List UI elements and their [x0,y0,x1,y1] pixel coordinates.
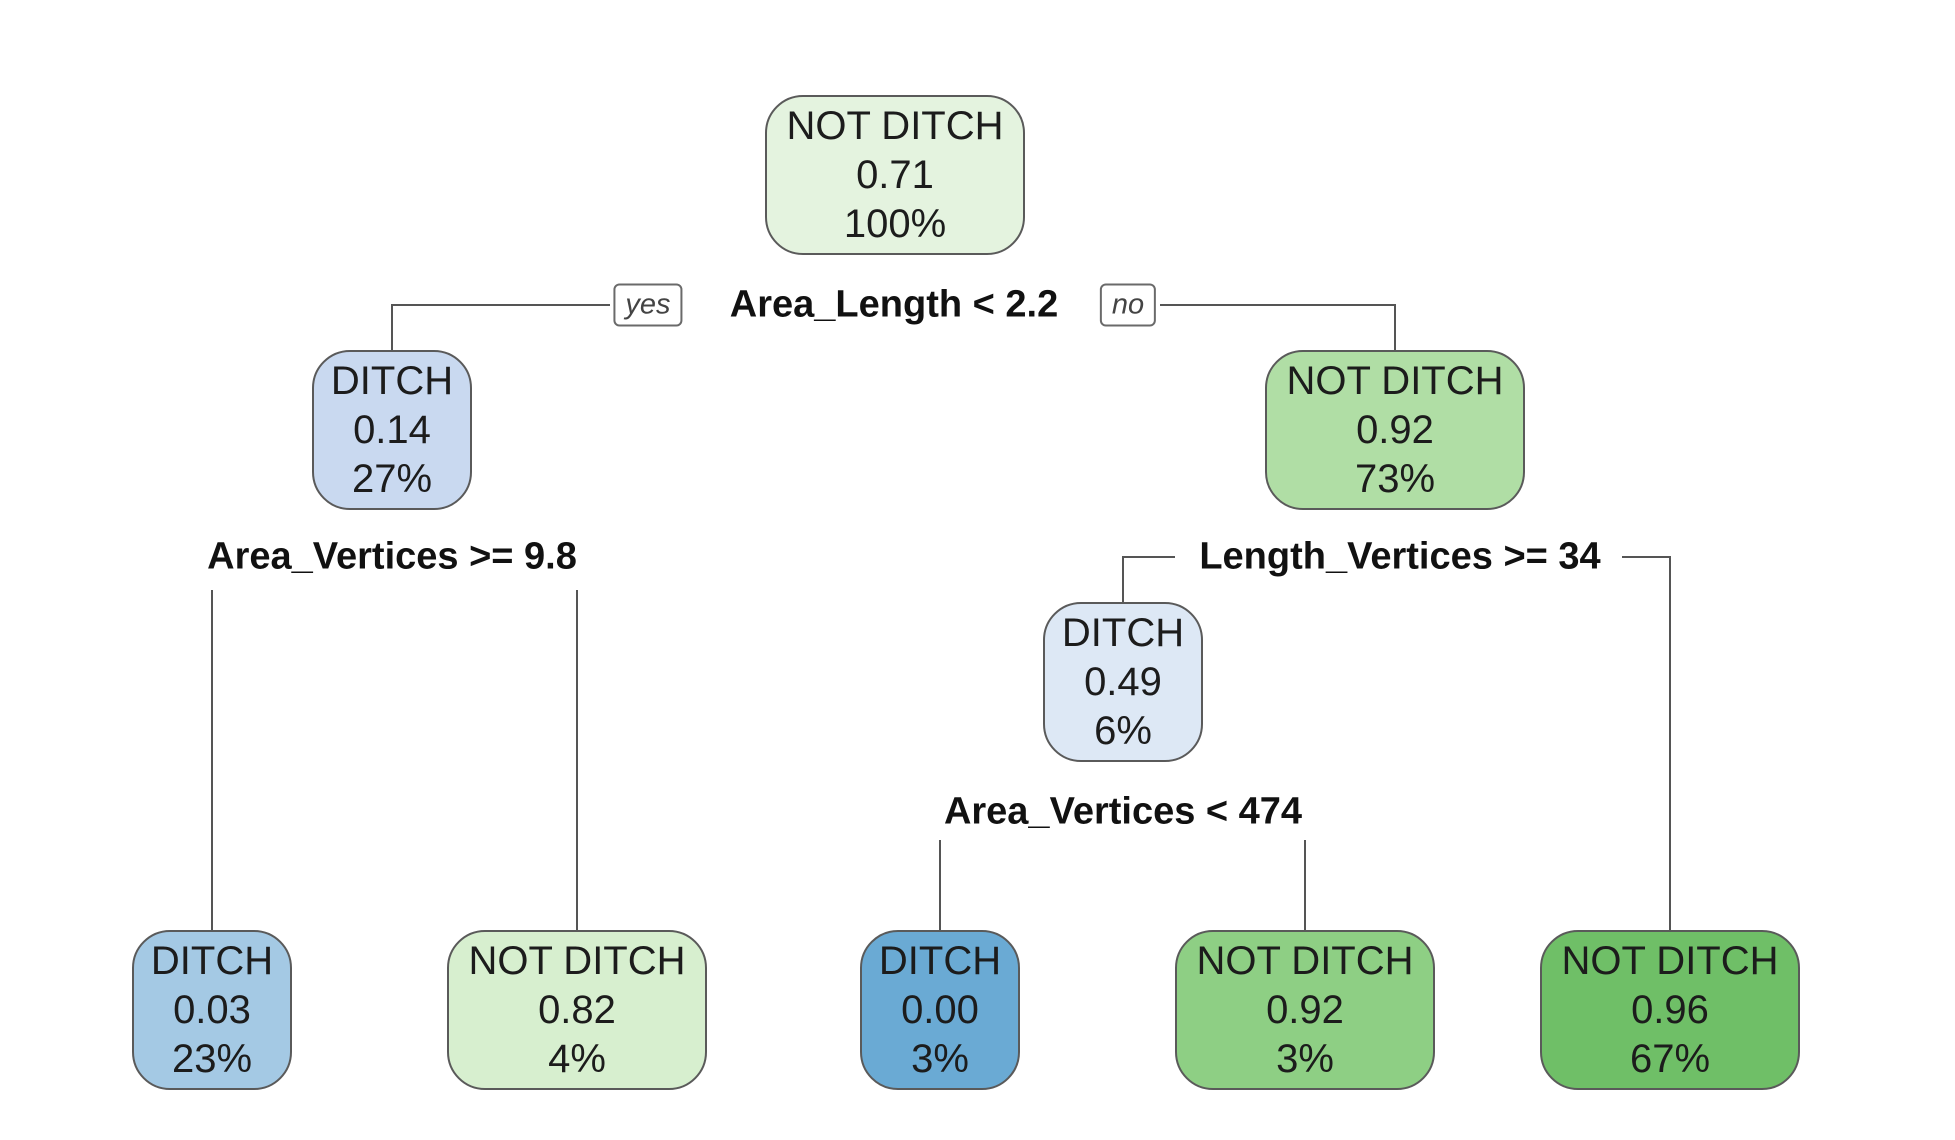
yes-branch-tag: yes [613,283,683,327]
node-leaf-3: DITCH 0.00 3% [860,930,1020,1090]
node-pct: 4% [548,1036,606,1081]
no-branch-tag: no [1099,283,1157,327]
node-prob: 0.96 [1631,987,1709,1032]
node-pct: 3% [1276,1036,1334,1081]
node-prob: 0.03 [173,987,251,1032]
node-prob: 0.49 [1084,659,1162,704]
node-leaf-5: NOT DITCH 0.96 67% [1540,930,1800,1090]
node-class: NOT DITCH [1286,358,1504,403]
node-class: NOT DITCH [786,103,1004,148]
split-left: Area_Vertices >= 9.8 [201,535,583,579]
node-pct: 27% [351,456,433,501]
edge-right-leaf5 [1622,556,1671,930]
split-mid: Area_Vertices < 474 [937,790,1309,834]
node-pct: 6% [1094,708,1152,753]
node-leaf-4: NOT DITCH 0.92 3% [1175,930,1435,1090]
node-prob: 0.71 [856,152,934,197]
edge-root-right [1160,304,1396,350]
node-class: DITCH [878,938,1002,983]
node-pct: 73% [1354,456,1436,501]
node-prob: 0.82 [538,987,616,1032]
node-pct: 67% [1629,1036,1711,1081]
split-root: Area_Length < 2.2 [723,283,1065,327]
node-mid: DITCH 0.49 6% [1043,602,1203,762]
node-pct: 3% [911,1036,969,1081]
edge-root-left [391,304,610,350]
node-left: DITCH 0.14 27% [312,350,472,510]
node-root: NOT DITCH 0.71 100% [765,95,1025,255]
node-class: DITCH [1061,610,1185,655]
node-class: DITCH [150,938,274,983]
node-leaf-1: DITCH 0.03 23% [132,930,292,1090]
node-class: NOT DITCH [468,938,686,983]
node-class: DITCH [330,358,454,403]
node-class: NOT DITCH [1561,938,1779,983]
node-prob: 0.00 [901,987,979,1032]
node-class: NOT DITCH [1196,938,1414,983]
node-prob: 0.92 [1356,407,1434,452]
node-prob: 0.14 [353,407,431,452]
node-prob: 0.92 [1266,987,1344,1032]
node-pct: 23% [171,1036,253,1081]
node-right: NOT DITCH 0.92 73% [1265,350,1525,510]
node-leaf-2: NOT DITCH 0.82 4% [447,930,707,1090]
split-right: Length_Vertices >= 34 [1193,535,1607,579]
edge-right-mid [1122,556,1175,602]
node-pct: 100% [843,201,947,246]
